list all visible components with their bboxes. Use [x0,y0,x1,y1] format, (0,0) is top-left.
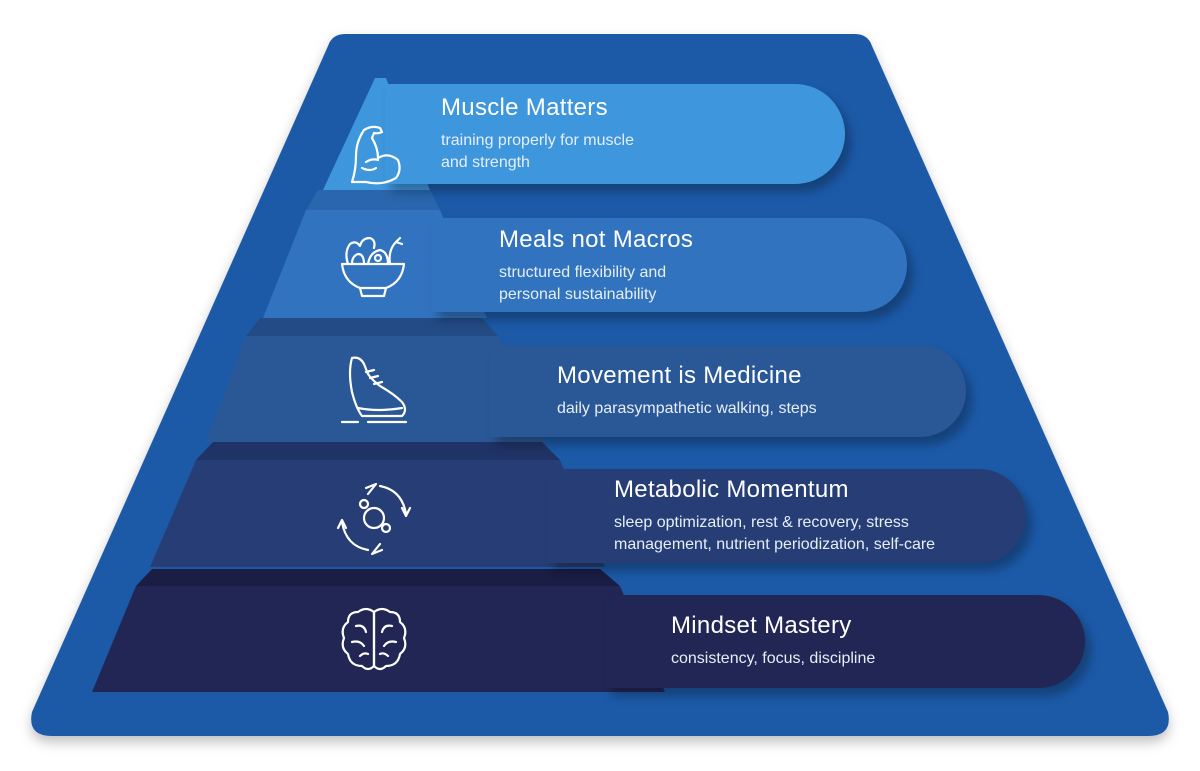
tier-5-title: Mindset Mastery [671,612,852,639]
tier-2-trapezoid [306,190,440,210]
tier-2-text: Meals not Macros structured flexibility … [499,226,693,306]
tier-2-title: Meals not Macros [499,226,694,253]
tier-4-trapezoid [150,460,605,567]
tier-5-trapezoid [136,569,620,586]
tier-2-description: structured flexibility and personal sust… [499,264,667,303]
tier-2-band [432,218,907,312]
tier-4-trapezoid [196,442,560,460]
tier-4-description: sleep optimization, rest & recovery, str… [614,514,936,553]
flexed-bicep-icon [350,125,401,185]
tier-3-trapezoid [206,336,545,442]
tier-3-text: Movement is Medicine daily parasympathet… [557,362,817,420]
brain-icon [341,607,407,671]
tier-1-text: Muscle Matters training properly for mus… [441,94,634,174]
tier-1-band [385,84,845,184]
tier-3-title: Movement is Medicine [557,362,802,389]
tier-4-title: Metabolic Momentum [614,476,849,503]
tier-1-description: training properly for muscle and strengt… [441,132,634,171]
cycle-arrows-icon [336,482,412,556]
tier-4-text: Metabolic Momentum sleep optimization, r… [614,476,935,556]
tier-3-trapezoid [246,318,498,336]
tier-5-description: consistency, focus, discipline [671,650,876,667]
tier-3-description: daily parasympathetic walking, steps [557,400,817,417]
tier-5-trapezoid [92,586,665,692]
running-shoe-icon [340,356,408,424]
tier-5-text: Mindset Mastery consistency, focus, disc… [671,612,875,670]
salad-bowl-icon [340,236,406,298]
tier-4-band [548,469,1026,563]
tier-1-title: Muscle Matters [441,94,608,121]
tier-3-band [490,345,966,437]
tier-5-band [605,595,1085,688]
